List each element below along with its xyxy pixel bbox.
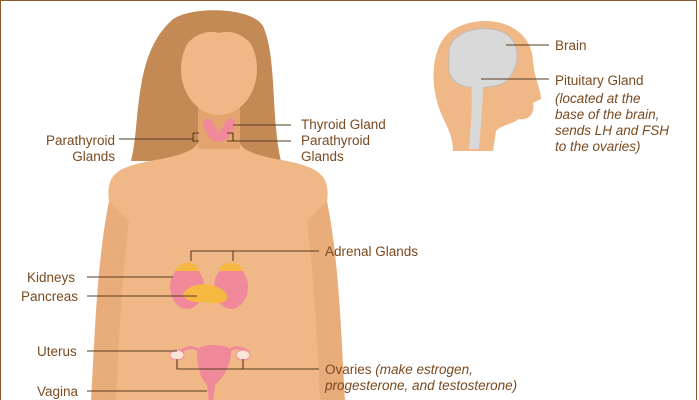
ovaries-note: (make estrogen, [375, 362, 473, 377]
pituitary-note-2: base of the brain, [555, 107, 659, 122]
pituitary-label: Pituitary Gland [555, 73, 644, 88]
parathyroid-right-label-2: Glands [301, 149, 344, 164]
pancreas-label: Pancreas [21, 289, 78, 304]
ovaries-name: Ovaries [325, 362, 372, 377]
brain-label: Brain [555, 38, 587, 53]
parathyroid-right-label-1: Parathyroid [301, 133, 370, 148]
vagina-label: Vagina [37, 384, 78, 399]
parathyroid-left-label-1: Parathyroid [15, 133, 115, 148]
uterus-label: Uterus [37, 344, 77, 359]
parathyroid-left-label-2: Glands [15, 149, 115, 164]
ovaries-note-2: progesterone, and testosterone) [325, 378, 517, 393]
pituitary-note-4: to the ovaries) [555, 139, 641, 154]
pituitary-note-3: sends LH and FSH [555, 123, 669, 138]
kidneys-label: Kidneys [27, 270, 75, 285]
ovaries-label: Ovaries (make estrogen, [325, 362, 473, 377]
adrenal-label: Adrenal Glands [325, 244, 418, 259]
pituitary-note-1: (located at the [555, 91, 641, 106]
right-ovary [236, 350, 250, 360]
thyroid-label: Thyroid Gland [301, 117, 386, 132]
